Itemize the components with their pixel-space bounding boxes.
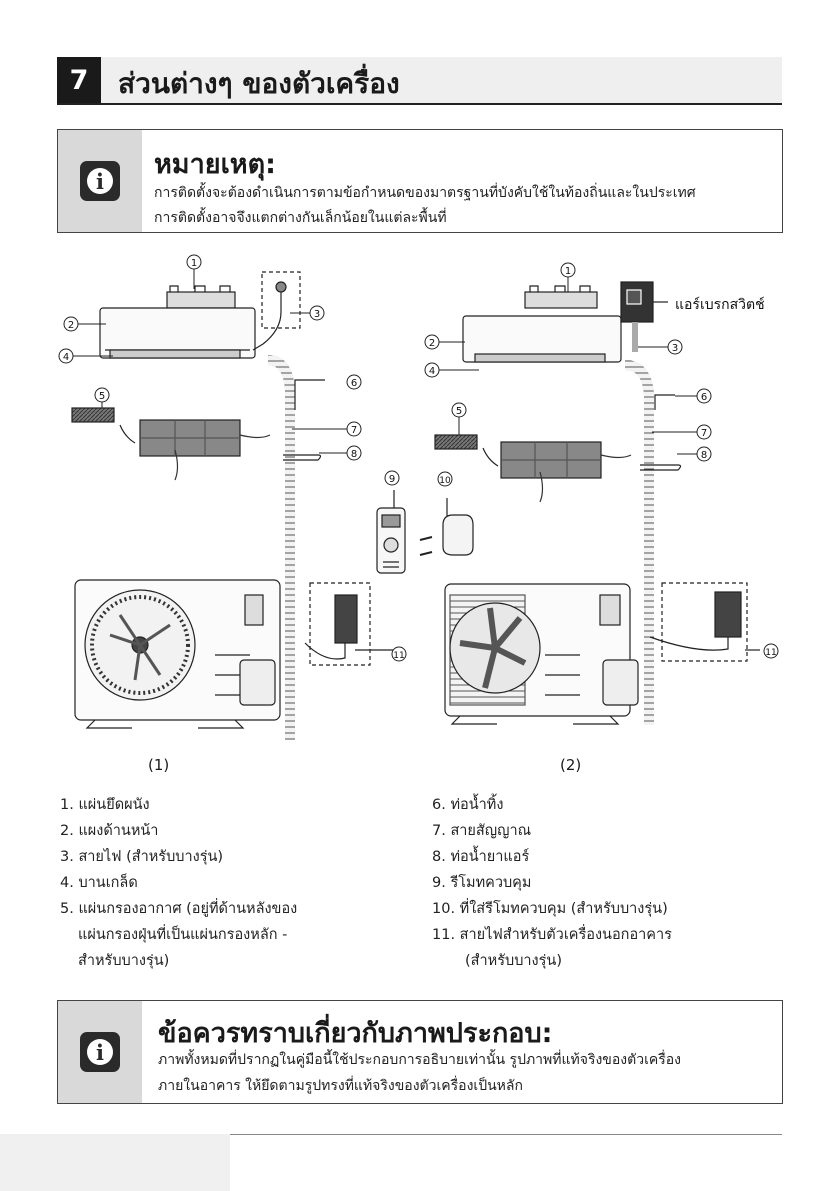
callout-10: 10 <box>439 476 451 486</box>
part-11-cont: (สำหรับบางรุ่น) <box>465 953 562 969</box>
footer-rule <box>230 1134 782 1135</box>
part-8: 8. ท่อน้ำยาแอร์ <box>432 849 530 865</box>
part-7: 7. สายสัญญาณ <box>432 823 532 839</box>
callout-circles <box>58 254 779 662</box>
caption-system-1: (1) <box>148 756 170 774</box>
svg-text:3: 3 <box>672 343 678 354</box>
note-title: หมายเหตุ: <box>154 149 276 180</box>
part-5: 5. แผ่นกรองอากาศ (อยู่ที่ด้านหลังของ <box>60 901 298 917</box>
info-icon-cell: i <box>58 1001 142 1103</box>
part-3: 3. สายไฟ (สำหรับบางรุ่น) <box>60 849 224 865</box>
callout-numbers: 1 2 3 4 5 6 7 8 9 10 11 1 2 3 4 5 6 7 8 … <box>63 258 777 661</box>
remote-controller <box>376 490 406 574</box>
breaker-switch-label: แอร์เบรกสวิตช์ <box>675 297 765 313</box>
part-2: 2. แผงด้านหน้า <box>60 823 159 839</box>
svg-text:5: 5 <box>456 406 462 417</box>
louver-2 <box>474 353 606 363</box>
callout-8: 8 <box>351 449 357 460</box>
note-line-2: การติดตั้งอาจจึงแตกต่างกันเล็กน้อยในแต่ล… <box>154 210 447 226</box>
info-icon: i <box>80 1032 120 1072</box>
illustration-note-title: ข้อควรทราบเกี่ยวกับภาพประกอบ: <box>158 1018 553 1049</box>
section-header-bar <box>57 57 782 105</box>
section-title: ส่วนต่างๆ ของตัวเครื่อง <box>118 67 400 100</box>
note-line-1: การติดตั้งจะต้องดำเนินการตามข้อกำหนดของม… <box>154 185 696 201</box>
illustration-note-box: i ข้อควรทราบเกี่ยวกับภาพประกอบ: ภาพทั้งห… <box>57 1000 783 1104</box>
callout-9: 9 <box>389 474 395 485</box>
info-icon-cell: i <box>58 130 142 232</box>
caption-system-2: (2) <box>560 756 582 774</box>
svg-text:6: 6 <box>701 392 707 403</box>
part-6: 6. ท่อน้ำทิ้ง <box>432 797 504 813</box>
system-2 <box>434 281 760 725</box>
svg-text:2: 2 <box>429 338 435 349</box>
part-10: 10. ที่ใส่รีโมทควบคุม (สำหรับบางรุ่น) <box>432 901 668 917</box>
power-cord-box-1 <box>261 271 301 329</box>
note-box: i หมายเหตุ: การติดตั้งจะต้องดำเนินการตาม… <box>57 129 783 233</box>
svg-text:11: 11 <box>765 648 776 658</box>
installation-diagram: 1 2 3 4 5 6 7 8 9 10 11 1 2 3 4 5 6 7 8 … <box>55 250 785 790</box>
illustration-note-line-1: ภาพทั้งหมดที่ปรากฏในคู่มือนี้ใช้ประกอบกา… <box>158 1052 681 1068</box>
svg-text:8: 8 <box>701 450 707 461</box>
callout-5: 5 <box>99 391 105 402</box>
illustration-note-line-2: ภายในอาคาร ให้ยึดตามรูปทรงที่แท้จริงของต… <box>158 1078 523 1094</box>
air-filter-2 <box>434 434 478 450</box>
callout-1: 1 <box>191 258 197 269</box>
breaker-box-1 <box>309 582 371 666</box>
part-5-cont-2: สำหรับบางรุ่น) <box>78 953 170 969</box>
wall-plate-2 <box>524 291 598 309</box>
callout-7: 7 <box>351 425 357 436</box>
callout-4: 4 <box>63 352 69 363</box>
callout-2: 2 <box>68 320 74 331</box>
svg-text:4: 4 <box>429 366 435 377</box>
footer-panel <box>0 1134 230 1191</box>
part-5-cont-1: แผ่นกรองฝุ่นที่เป็นแผ่นกรองหลัก - <box>78 927 288 943</box>
breaker-box-2 <box>661 582 748 662</box>
part-1: 1. แผ่นยึดผนัง <box>60 797 150 813</box>
part-11: 11. สายไฟสำหรับตัวเครื่องนอกอาคาร <box>432 927 672 943</box>
section-number: 7 <box>57 57 101 103</box>
svg-text:7: 7 <box>701 428 707 439</box>
callout-6: 6 <box>351 378 357 389</box>
callout-3: 3 <box>314 309 320 320</box>
info-icon: i <box>80 161 120 201</box>
part-4: 4. บานเกล็ด <box>60 875 138 891</box>
air-filter-1 <box>71 407 115 423</box>
wall-plate-1 <box>166 291 236 309</box>
part-9: 9. รีโมทควบคุม <box>432 875 532 891</box>
svg-text:1: 1 <box>565 266 571 277</box>
system-1 <box>71 271 395 740</box>
callout-11: 11 <box>393 651 404 661</box>
remote-holder <box>419 498 474 556</box>
louver-1 <box>109 349 241 359</box>
